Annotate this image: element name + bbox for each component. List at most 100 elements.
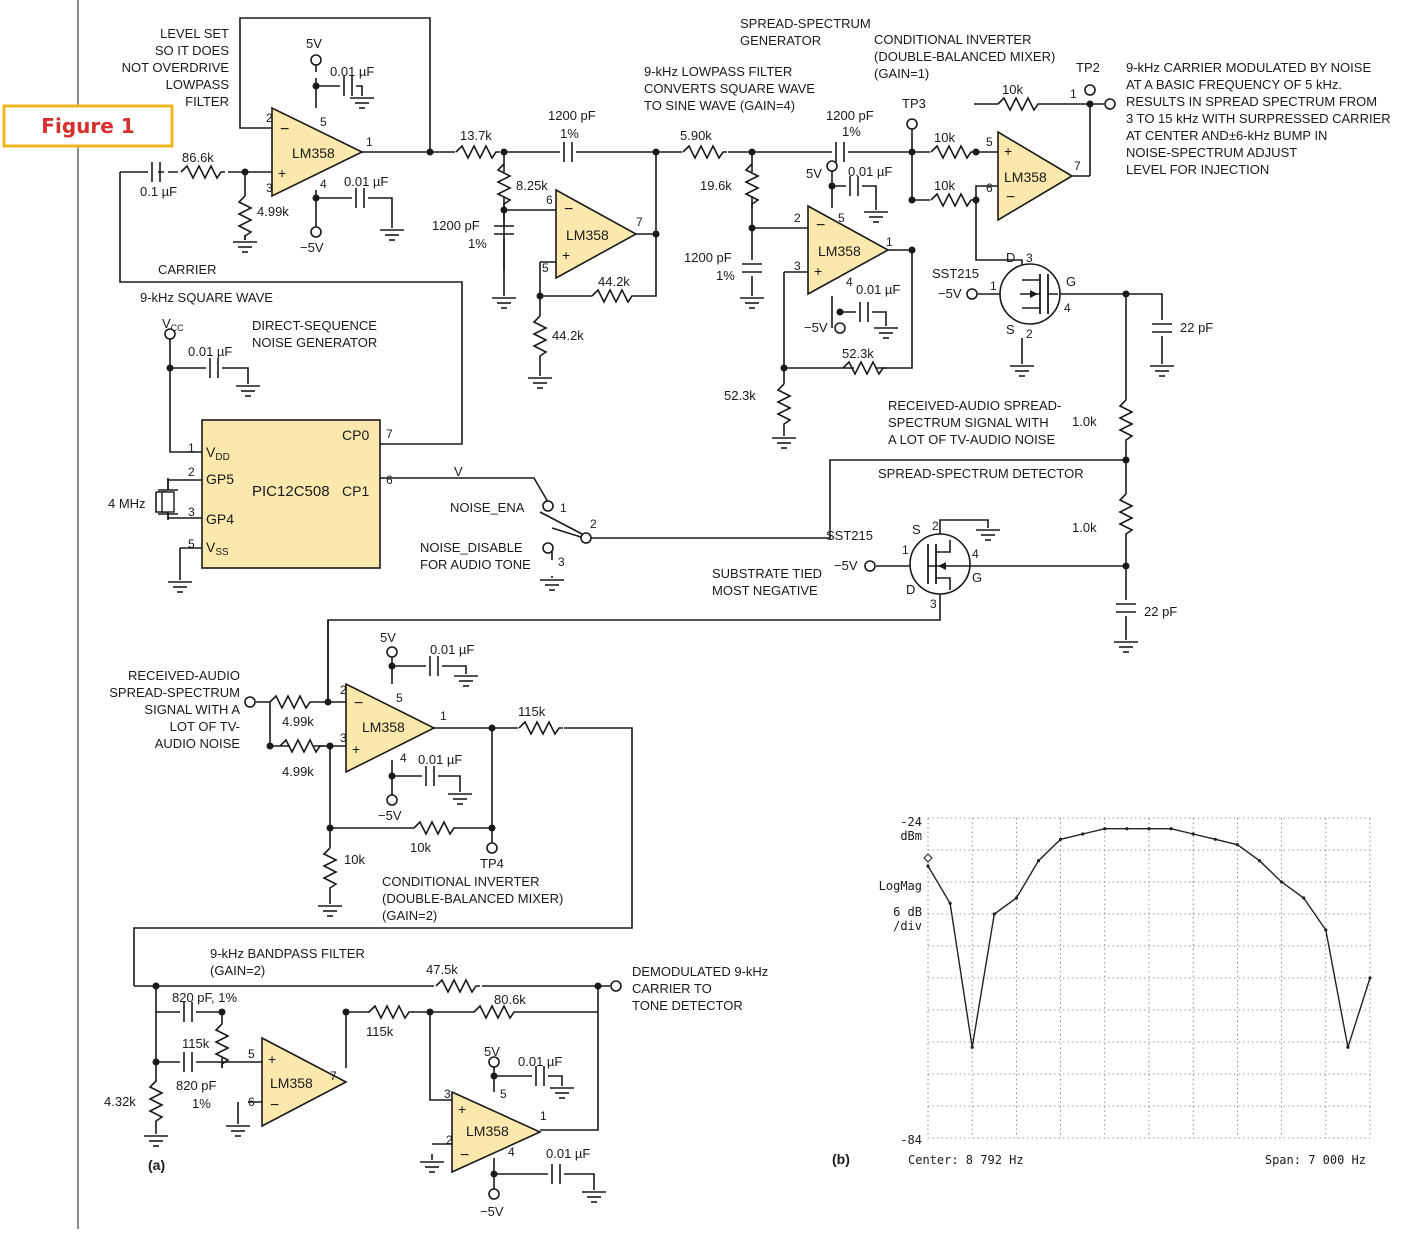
- svg-text:4.99k: 4.99k: [282, 714, 314, 729]
- svg-text:0.01 µF: 0.01 µF: [344, 174, 388, 189]
- svg-text:3: 3: [930, 597, 937, 611]
- svg-text:4 MHz: 4 MHz: [108, 496, 146, 511]
- svg-text:80.6k: 80.6k: [494, 992, 526, 1007]
- svg-text:S: S: [912, 522, 921, 537]
- svg-text:0.01 µF: 0.01 µF: [848, 164, 892, 179]
- figure-badge: Figure 1: [2, 104, 174, 148]
- svg-text:86.6k: 86.6k: [182, 150, 214, 165]
- svg-text:5.90k: 5.90k: [680, 128, 712, 143]
- svg-text:7: 7: [1074, 159, 1081, 173]
- mcu-part-label: PIC12C508: [252, 483, 330, 500]
- svg-text:9-kHz BANDPASS FILTER: 9-kHz BANDPASS FILTER: [210, 946, 365, 961]
- svg-text:10k: 10k: [1002, 82, 1023, 97]
- spectrum-point: [1257, 859, 1262, 863]
- svg-text:1.0k: 1.0k: [1072, 520, 1097, 535]
- spectrum-point: [1081, 832, 1085, 836]
- span-label: Span: 7 000 Hz: [1265, 1153, 1366, 1167]
- svg-text:TP4: TP4: [480, 856, 504, 871]
- svg-text:7: 7: [636, 215, 643, 229]
- opamp-label: LM358: [1004, 169, 1047, 185]
- svg-text:1%: 1%: [560, 126, 579, 141]
- svg-text:2: 2: [794, 211, 801, 225]
- svg-text:1%: 1%: [468, 236, 487, 251]
- svg-text:9-kHz LOWPASS FILTER: 9-kHz LOWPASS FILTER: [644, 64, 792, 79]
- svg-text:5V: 5V: [380, 630, 396, 645]
- svg-text:2: 2: [188, 465, 195, 479]
- svg-text:3: 3: [558, 555, 565, 569]
- spectrum-point: [926, 864, 930, 868]
- opamp-lowpass: −+ LM358: [555, 188, 638, 280]
- y-top-label: -24: [900, 815, 922, 829]
- svg-text:1.0k: 1.0k: [1072, 414, 1097, 429]
- svg-text:VSS: VSS: [206, 539, 229, 558]
- svg-text:1%: 1%: [192, 1096, 211, 1111]
- svg-text:(DOUBLE-BALANCED MIXER): (DOUBLE-BALANCED MIXER): [874, 49, 1055, 64]
- svg-text:4: 4: [400, 751, 407, 765]
- svg-text:47.5k: 47.5k: [426, 962, 458, 977]
- svg-text:TO SINE WAVE (GAIN=4): TO SINE WAVE (GAIN=4): [644, 98, 795, 113]
- svg-text:22 pF: 22 pF: [1144, 604, 1177, 619]
- svg-text:0.01 µF: 0.01 µF: [856, 282, 900, 297]
- svg-text:SPREAD-SPECTRUM: SPREAD-SPECTRUM: [109, 685, 240, 700]
- svg-text:10k: 10k: [344, 852, 365, 867]
- svg-text:1: 1: [188, 441, 195, 455]
- svg-text:CONDITIONAL INVERTER: CONDITIONAL INVERTER: [874, 32, 1031, 47]
- svg-text:GP5: GP5: [206, 471, 234, 487]
- scale-label-3: /div: [893, 919, 922, 933]
- svg-text:−: −: [460, 1147, 469, 1164]
- svg-text:3: 3: [1026, 251, 1033, 265]
- svg-text:1%: 1%: [716, 268, 735, 283]
- opamp-bandpass-1: +− LM358: [261, 1036, 348, 1128]
- svg-text:5: 5: [500, 1087, 507, 1101]
- svg-text:−5V: −5V: [480, 1204, 504, 1219]
- svg-text:(GAIN=1): (GAIN=1): [874, 66, 929, 81]
- svg-text:3: 3: [444, 1087, 451, 1101]
- svg-text:9-kHz SQUARE WAVE: 9-kHz SQUARE WAVE: [140, 290, 273, 305]
- svg-text:RECEIVED-AUDIO: RECEIVED-AUDIO: [128, 668, 240, 683]
- svg-text:2: 2: [446, 1133, 453, 1147]
- svg-text:4: 4: [320, 177, 327, 191]
- svg-text:5: 5: [320, 115, 327, 129]
- svg-text:3: 3: [266, 181, 273, 195]
- svg-text:44.2k: 44.2k: [552, 328, 584, 343]
- spectrum-point: [1125, 827, 1129, 831]
- schematic-labels: LEVEL SET SO IT DOES NOT OVERDRIVE LOWPA…: [104, 16, 1391, 1219]
- svg-text:0.01 µF: 0.01 µF: [518, 1054, 562, 1069]
- svg-text:0.01 µF: 0.01 µF: [430, 642, 474, 657]
- svg-text:CONDITIONAL INVERTER: CONDITIONAL INVERTER: [382, 874, 539, 889]
- svg-text:CARRIER: CARRIER: [158, 262, 217, 277]
- spectrum-point: [1169, 827, 1173, 831]
- svg-text:5: 5: [838, 211, 845, 225]
- svg-text:RECEIVED-AUDIO SPREAD-: RECEIVED-AUDIO SPREAD-: [888, 398, 1061, 413]
- svg-text:4.99k: 4.99k: [257, 204, 289, 219]
- svg-text:−: −: [280, 121, 289, 138]
- svg-text:(GAIN=2): (GAIN=2): [382, 908, 437, 923]
- plot-trace: [923, 827, 1372, 1049]
- svg-text:−: −: [816, 217, 825, 234]
- svg-text:+: +: [352, 741, 360, 757]
- opamp-label: LM358: [466, 1123, 509, 1139]
- svg-text:5V: 5V: [306, 36, 322, 51]
- svg-text:1: 1: [1070, 87, 1077, 101]
- svg-text:10k: 10k: [934, 178, 955, 193]
- spectrum-point: [970, 1045, 974, 1049]
- spectrum-point: [1059, 837, 1063, 841]
- svg-text:RESULTS IN SPREAD SPECTRUM FRO: RESULTS IN SPREAD SPECTRUM FROM: [1126, 94, 1377, 109]
- svg-text:−: −: [564, 201, 573, 218]
- svg-text:CP1: CP1: [342, 483, 369, 499]
- svg-text:1: 1: [540, 1109, 547, 1123]
- svg-text:2: 2: [590, 517, 597, 531]
- svg-text:SPECTRUM SIGNAL WITH: SPECTRUM SIGNAL WITH: [888, 415, 1049, 430]
- spectrum-point: [1014, 896, 1019, 900]
- svg-text:+: +: [1004, 143, 1012, 159]
- marker-icon: [923, 853, 933, 863]
- svg-text:4: 4: [508, 1145, 515, 1159]
- opamp-receive-mixer: −+ LM358: [345, 682, 436, 774]
- svg-text:0.01 µF: 0.01 µF: [188, 344, 232, 359]
- spectrum-point: [948, 901, 952, 905]
- svg-text:LEVEL FOR INJECTION: LEVEL FOR INJECTION: [1126, 162, 1269, 177]
- svg-text:2: 2: [1026, 327, 1033, 341]
- svg-text:1: 1: [886, 235, 893, 249]
- opamp-bandpass-2: +− LM358: [451, 1090, 542, 1174]
